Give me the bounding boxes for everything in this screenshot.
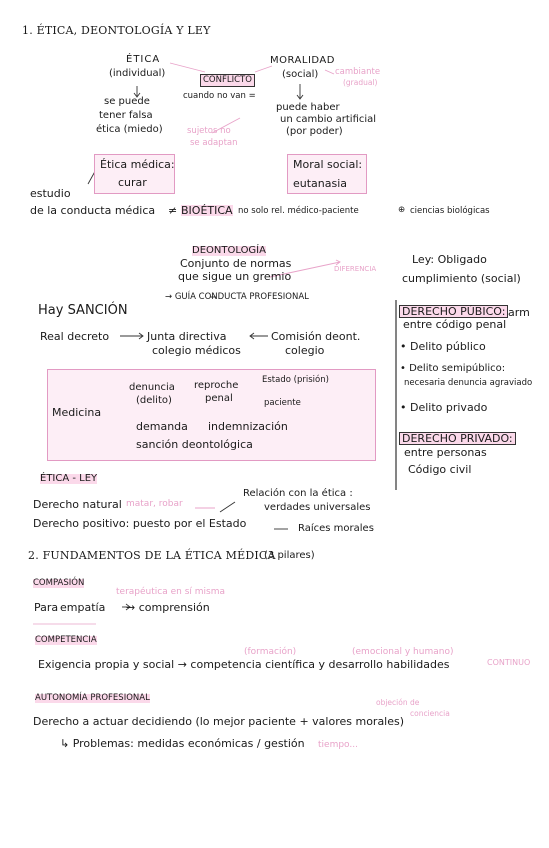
derecho-natural: Derecho natural [33, 498, 122, 511]
tiempo-note: tiempo... [318, 740, 358, 750]
denuncia-label: denuncia [129, 382, 175, 393]
bioetica-label: BIOÉTICA [181, 204, 233, 217]
delito-publico: • Delito público [400, 340, 486, 353]
conflicto-box: CONFLICTO [200, 74, 255, 87]
puede-line2: un cambio artificial [280, 114, 377, 125]
ley-label: Ley: Obligado [412, 253, 487, 266]
hay-sancion: Hay SANCIÓN [38, 303, 128, 318]
relacion-etica: Relación con la ética : [243, 488, 353, 499]
conducta-medica: de la conducta médica [30, 204, 156, 217]
verdades-universales: verdades universales [264, 502, 371, 513]
etica-medica-box [94, 154, 175, 194]
individual-label: (individual) [109, 68, 166, 79]
deontologia-line2: que sigue un gremio [178, 270, 292, 283]
cambiante-note: cambiante [335, 67, 381, 77]
derecho-actuar-line: Derecho a actuar decidiendo (lo mejor pa… [33, 715, 405, 728]
pilares-label: (3 pilares) [264, 550, 315, 561]
comision-deont: Comisión deont. [271, 330, 361, 343]
raices-morales: Raíces morales [298, 523, 374, 534]
delito-semipublico-sub: necesaria denuncia agraviado [404, 378, 533, 388]
objecion-note-2: conciencia [410, 709, 450, 718]
delito-privado: • Delito privado [400, 401, 488, 414]
para-label: Para [34, 601, 59, 614]
se-puede-line2: tener falsa [99, 110, 153, 121]
neq-symbol: ≠ [168, 204, 178, 217]
sancion-deontologica: sanción deontológica [136, 438, 253, 451]
gradual-note: (gradual) [343, 78, 378, 87]
moral-social-title: Moral social: [293, 158, 363, 171]
medicina-box [47, 369, 376, 461]
social-label: (social) [282, 69, 319, 80]
empatia-label: empatía [60, 601, 106, 614]
competencia-title: COMPETENCIA [35, 635, 97, 645]
puede-line3: (por poder) [286, 126, 343, 137]
problemas-line: ↳ Problemas: medidas económicas / gestió… [60, 737, 305, 750]
etica-medica-title: Ética médica: [100, 158, 175, 171]
estado-label: Estado (prisión) [262, 375, 329, 385]
estudio-label: estudio [30, 187, 71, 200]
exigencia-line: Exigencia propia y social → competencia … [38, 658, 450, 671]
sujetos-note-1: sujetos no [187, 126, 231, 136]
comprension-label: → comprensión [126, 601, 210, 614]
derecho-publico-sub: entre código penal [403, 318, 507, 331]
medicina-label: Medicina [52, 406, 102, 419]
paciente-label: paciente [264, 398, 301, 408]
objecion-note-1: objeción de [376, 698, 420, 707]
colegio-medicos: colegio médicos [152, 344, 241, 357]
delito-semipublico: • Delito semipúblico: [400, 363, 506, 374]
derecho-positivo: Derecho positivo: puesto por el Estado [33, 517, 247, 530]
derecho-publico-arm: arm [508, 306, 530, 319]
se-puede-line3: ética (miedo) [96, 124, 163, 135]
diferencia-note: DIFERENCIA [334, 265, 377, 273]
arrow-relacion [219, 501, 236, 513]
etica-label: ÉTICA [126, 54, 161, 65]
autonomia-title: AUTONOMÍA PROFESIONAL [35, 693, 150, 703]
deontologia-title: DEONTOLOGÍA [192, 245, 266, 256]
formacion-note: (formación) [244, 647, 297, 657]
etica-ley-title: ÉTICA - LEY [40, 473, 98, 484]
etica-medica-value: curar [118, 176, 147, 189]
derecho-privado-line2: Código civil [408, 463, 472, 476]
se-puede-line1: se puede [104, 96, 150, 107]
no-solo-text: no solo rel. médico-paciente [238, 206, 359, 216]
ciencias-text: ciencias biológicas [410, 206, 490, 216]
sujetos-note-2: se adaptan [190, 138, 238, 148]
puede-line1: puede haber [276, 102, 340, 113]
section-1-heading: 1. ÉTICA, DEONTOLOGÍA Y LEY [22, 24, 211, 37]
derecho-publico-box: DERECHO PÚBICO: [399, 305, 509, 318]
indemnizacion-label: indemnización [208, 420, 288, 433]
moralidad-label: MORALIDAD [270, 55, 335, 66]
terapeutica-note: terapéutica en sí misma [116, 587, 225, 597]
demanda-label: demanda [136, 420, 188, 433]
comision-colegio: colegio [285, 344, 325, 357]
moral-social-value: eutanasia [293, 177, 348, 190]
guia-conducta: → GUÍA CONDUCTA PROFESIONAL [165, 292, 309, 302]
derecho-privado-line1: entre personas [404, 446, 487, 459]
moral-social-box [287, 154, 367, 194]
section-2-heading: 2. FUNDAMENTOS DE LA ÉTICA MÉDICA [28, 549, 276, 562]
penal-label: penal [205, 393, 233, 404]
delito-label: (delito) [136, 395, 172, 406]
matar-robar-note: matar, robar [126, 499, 183, 509]
derecho-privado-box: DERECHO PRIVADO: [399, 432, 516, 445]
deontologia-line1: Conjunto de normas [180, 257, 292, 270]
real-decreto: Real decreto [40, 330, 110, 343]
reproche-label: reproche [194, 380, 239, 391]
junta-directiva: Junta directiva [147, 330, 227, 343]
compasion-title: COMPASIÓN [33, 578, 85, 588]
continuo-note: CONTINUO [487, 658, 531, 667]
ley-cumplimiento: cumplimiento (social) [402, 272, 521, 285]
oplus-symbol: ⊕ [398, 205, 406, 215]
emocional-note: (emocional y humano) [352, 647, 454, 657]
cuando-label: cuando no van = [183, 91, 256, 101]
